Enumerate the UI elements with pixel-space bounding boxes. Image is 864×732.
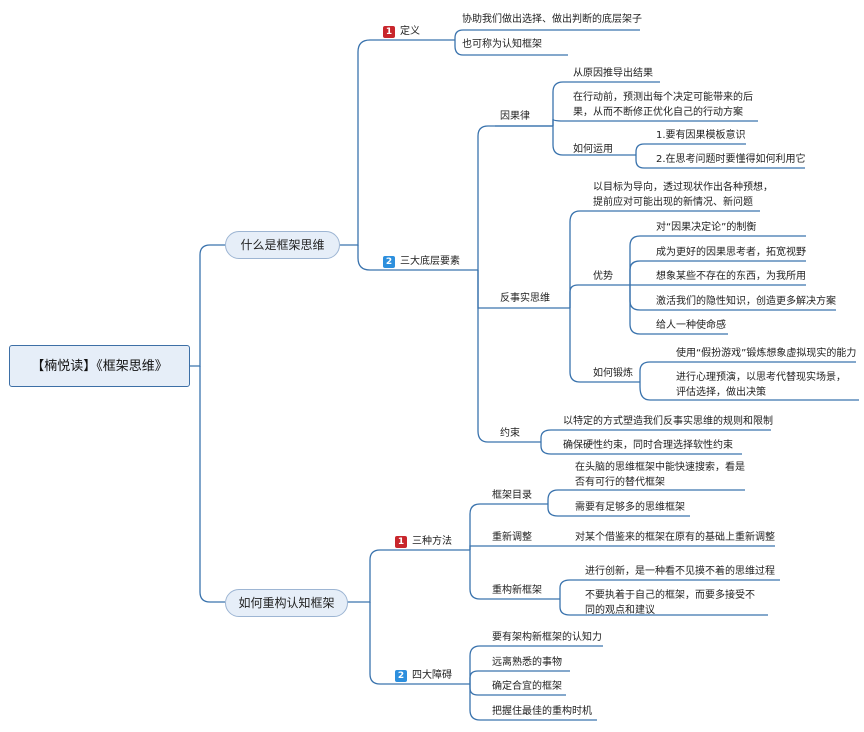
obstacle-item[interactable]: 远离熟悉的事物 [492, 657, 562, 668]
topic-rebuild-framework[interactable]: 重构新框架 [492, 585, 542, 596]
rebuild-item[interactable]: 进行创新，是一种看不见摸不着的思维过程 [585, 566, 775, 577]
topic-constraint[interactable]: 约束 [500, 428, 520, 439]
definition-item[interactable]: 协助我们做出选择、做出判断的底层架子 [462, 14, 642, 25]
constraint-item[interactable]: 以特定的方式塑造我们反事实思维的规则和限制 [563, 416, 773, 427]
definition-item[interactable]: 也可称为认知框架 [462, 39, 542, 50]
counterfactual-intro-line[interactable]: 以目标为导向，透过现状作出各种预想， [593, 182, 773, 193]
topic-counterfactual[interactable]: 反事实思维 [500, 293, 550, 304]
catalog-item[interactable]: 需要有足够多的思维框架 [575, 502, 685, 513]
topic-causality[interactable]: 因果律 [500, 111, 530, 122]
counterfactual-intro-line[interactable]: 提前应对可能出现的新情况、新问题 [593, 197, 753, 208]
catalog-item-line[interactable]: 在头脑的思维框架中能快速搜索，看是 [575, 462, 745, 473]
apply-item[interactable]: 2.在思考问题时要懂得如何利用它 [656, 154, 806, 165]
readjust-item[interactable]: 对某个借鉴来的框架在原有的基础上重新调整 [575, 532, 775, 543]
catalog-item-line[interactable]: 否有可行的替代框架 [575, 477, 665, 488]
subtopic-three-elements[interactable]: 2 三大底层要素 [383, 254, 460, 269]
root-topic[interactable]: 【楠悦读】《框架思维》 [9, 345, 190, 387]
apply-item[interactable]: 1.要有因果模板意识 [656, 130, 746, 141]
train-item[interactable]: 使用“假扮游戏”锻炼想象虚拟现实的能力 [676, 348, 857, 359]
advantage-item[interactable]: 给人一种使命感 [656, 320, 726, 331]
topic-readjust[interactable]: 重新调整 [492, 532, 532, 543]
subtopic-three-methods[interactable]: 1 三种方法 [395, 534, 452, 549]
causality-item-line[interactable]: 果，从而不断修正优化自己的行动方案 [573, 107, 743, 118]
topic-advantages[interactable]: 优势 [593, 271, 613, 282]
causality-item-line[interactable]: 在行动前，预测出每个决定可能带来的后 [573, 92, 753, 103]
obstacle-item[interactable]: 把握住最佳的重构时机 [492, 706, 592, 717]
priority-1-badge: 1 [383, 26, 395, 38]
priority-2-badge: 2 [395, 670, 407, 682]
priority-2-badge: 2 [383, 256, 395, 268]
topic-how-to-apply[interactable]: 如何运用 [573, 144, 613, 155]
rebuild-item-line[interactable]: 不要执着于自己的框架，而要多接受不 [585, 590, 755, 601]
elements-label: 三大底层要素 [400, 256, 460, 267]
advantage-item[interactable]: 激活我们的隐性知识，创造更多解决方案 [656, 296, 836, 307]
obstacle-item[interactable]: 要有架构新框架的认知力 [492, 632, 602, 643]
subtopic-four-obstacles[interactable]: 2 四大障碍 [395, 668, 452, 683]
obstacle-item[interactable]: 确定合宜的框架 [492, 681, 562, 692]
topic-how-to-train[interactable]: 如何锻炼 [593, 368, 633, 379]
subtopic-definition[interactable]: 1 定义 [383, 24, 420, 39]
train-item-line[interactable]: 评估选择，做出决策 [676, 387, 766, 398]
rebuild-item-line[interactable]: 同的观点和建议 [585, 605, 655, 616]
definition-label: 定义 [400, 26, 420, 37]
advantage-item[interactable]: 对“因果决定论”的制衡 [656, 222, 757, 233]
topic-framework-catalog[interactable]: 框架目录 [492, 490, 532, 501]
advantage-item[interactable]: 成为更好的因果思考者，拓宽视野 [656, 247, 806, 258]
methods-label: 三种方法 [412, 536, 452, 547]
obstacles-label: 四大障碍 [412, 670, 452, 681]
train-item-line[interactable]: 进行心理预演，以思考代替现实场景， [676, 372, 846, 383]
causality-item[interactable]: 从原因推导出结果 [573, 68, 653, 79]
advantage-item[interactable]: 想象某些不存在的东西，为我所用 [656, 271, 806, 282]
main-topic-what-is-framework-thinking[interactable]: 什么是框架思维 [225, 231, 340, 259]
main-topic-how-to-rebuild[interactable]: 如何重构认知框架 [225, 589, 348, 617]
priority-1-badge: 1 [395, 536, 407, 548]
constraint-item[interactable]: 确保硬性约束，同时合理选择软性约束 [563, 440, 733, 451]
